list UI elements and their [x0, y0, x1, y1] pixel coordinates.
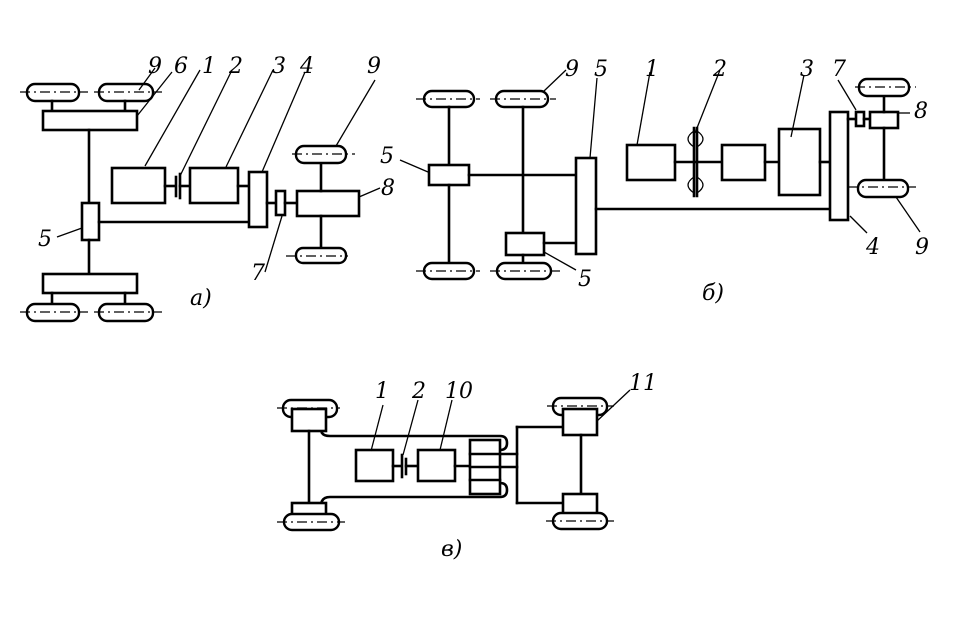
wheel [490, 261, 560, 281]
label: 10 [445, 379, 473, 404]
label: 9 [565, 57, 579, 82]
label: 2 [228, 54, 243, 79]
caption-v: в) [441, 537, 462, 562]
label: 1 [645, 57, 659, 82]
scheme-b: 9 5 5 5 1 2 3 7 8 4 9 б) [380, 57, 929, 306]
wheel [490, 89, 556, 109]
label: 9 [367, 54, 381, 79]
label: 1 [375, 379, 389, 404]
gearbox [720, 143, 767, 182]
caption-a: а) [190, 286, 212, 311]
label: 6 [174, 54, 188, 79]
final-drive-8 [868, 110, 900, 130]
wheel [546, 511, 614, 531]
coupling-7 [274, 189, 287, 217]
wheel [277, 512, 345, 532]
wheel [416, 89, 480, 109]
wheel [286, 246, 348, 265]
label: 3 [800, 57, 814, 82]
label: 4 [865, 235, 880, 260]
wheel [94, 82, 162, 103]
wheel [855, 77, 916, 98]
transfer-case-5 [574, 156, 598, 256]
engine-1 [354, 448, 395, 483]
pump-10 [416, 448, 457, 483]
transfer-box-5 [504, 231, 546, 257]
label: 5 [578, 267, 592, 292]
transfer-box-5 [427, 163, 471, 187]
wheel [416, 261, 480, 281]
wheel [94, 302, 162, 323]
transfer-case-4 [247, 170, 269, 229]
scheme-a: 9 6 1 2 3 4 9 5 7 8 а) [20, 54, 395, 323]
fluid-coupling-2 [687, 126, 704, 198]
gearbox-3 [777, 127, 822, 197]
wheel [848, 178, 916, 199]
wheel-motor-11 [561, 407, 599, 437]
label: 9 [915, 235, 929, 260]
label: 5 [594, 57, 608, 82]
caption-b: б) [702, 281, 724, 306]
label: 5 [38, 227, 52, 252]
wheel [292, 144, 355, 165]
label: 8 [914, 99, 928, 124]
label: 2 [411, 379, 426, 404]
engine-1 [625, 143, 677, 182]
bogie-gearbox-6 [41, 109, 139, 132]
label: 4 [299, 54, 314, 79]
label: 2 [712, 57, 727, 82]
label: 1 [202, 54, 216, 79]
label: 3 [272, 54, 286, 79]
label: 7 [251, 261, 265, 286]
final-drive-8 [295, 189, 361, 218]
wheel-motor [290, 407, 328, 433]
hydraulic-distributor [468, 438, 502, 496]
label: 5 [380, 144, 394, 169]
wheel [20, 82, 88, 103]
bogie-gearbox [41, 272, 139, 295]
label: 11 [629, 371, 657, 396]
scheme-v: 1 2 10 11 в) [277, 371, 657, 562]
transfer-box-5 [80, 201, 101, 242]
label: 8 [381, 176, 395, 201]
wheel [20, 302, 88, 323]
label: 7 [832, 57, 846, 82]
transfer-case-4 [828, 110, 850, 222]
gearbox-3 [188, 166, 240, 205]
engine-1 [110, 166, 167, 205]
label: 9 [148, 54, 162, 79]
